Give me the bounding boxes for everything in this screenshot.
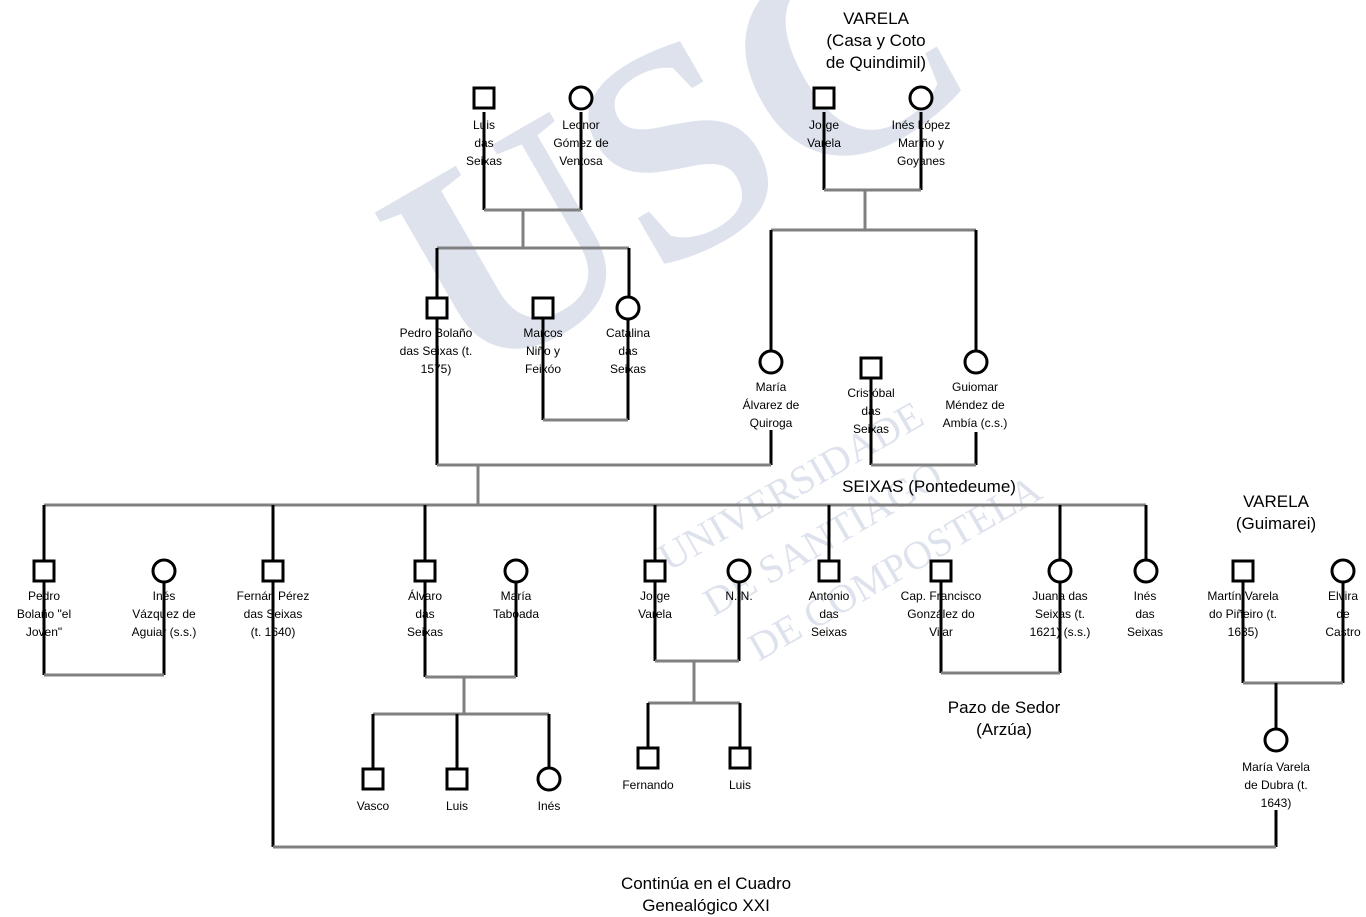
heading-continua: Continúa en el Cuadro Genealógico XXI	[620, 874, 792, 915]
male-symbol	[728, 746, 752, 770]
person-label: Martín Varela do Piñeiro (t. 1635)	[1207, 589, 1279, 639]
person-label: Pedro Bolaño "el Joven"	[16, 589, 72, 639]
heading-seixas: SEIXAS (Pontedeume)	[842, 477, 1016, 496]
male-symbol	[361, 767, 385, 791]
male-symbol	[425, 296, 449, 320]
person-label: Fernando	[622, 778, 674, 792]
female-symbol	[615, 295, 641, 321]
person-label: Pedro Bolaño das Seixas (t. 1575)	[399, 326, 473, 376]
person-label: Cap. Francisco González do Vilar	[900, 589, 982, 639]
person-label: Inés	[537, 799, 561, 813]
person-label: Juana das Seixas (t. 1621) (s.s.)	[1029, 589, 1091, 639]
heading-varela-guimarei: VARELA (Guimarei)	[1235, 492, 1317, 533]
female-symbol	[1133, 558, 1159, 584]
female-symbol	[1047, 558, 1073, 584]
person-label: Marcos Niño y Feixóo	[523, 326, 563, 376]
female-symbol	[1330, 558, 1356, 584]
heading-varela-quindimil: VARELA (Casa y Coto de Quindimil)	[825, 9, 927, 72]
person-label: Guiomar Méndez de Ambía (c.s.)	[942, 380, 1008, 430]
male-symbol	[929, 559, 953, 583]
person-label: Álvaro das Seixas	[406, 589, 444, 639]
female-symbol	[503, 558, 529, 584]
person-label: Luis	[445, 799, 469, 813]
person-label: Luis	[728, 778, 752, 792]
male-symbol	[1231, 559, 1255, 583]
person-label: Luis das Seixas	[465, 118, 503, 168]
person-label: Fernán Pérez das Seixas (t. 1640)	[236, 589, 310, 639]
node-group	[32, 85, 1356, 792]
female-symbol	[726, 558, 752, 584]
male-symbol	[812, 86, 836, 110]
person-label: María Taboada	[492, 589, 540, 621]
person-label: Jorge Varela	[807, 118, 841, 150]
male-symbol	[261, 559, 285, 583]
female-symbol	[758, 349, 784, 375]
person-label: Jorge Varela	[638, 589, 672, 621]
male-symbol	[413, 559, 437, 583]
female-symbol	[1263, 727, 1289, 753]
male-symbol	[643, 559, 667, 583]
person-label: María Varela de Dubra (t. 1643)	[1242, 760, 1310, 810]
female-symbol	[908, 85, 934, 111]
male-symbol	[531, 296, 555, 320]
male-symbol	[636, 746, 660, 770]
female-symbol	[963, 349, 989, 375]
male-symbol	[32, 559, 56, 583]
male-symbol	[817, 559, 841, 583]
female-symbol	[151, 558, 177, 584]
person-label: Inés López Mariño y Goyanes	[891, 118, 951, 168]
male-symbol	[472, 86, 496, 110]
female-symbol	[568, 85, 594, 111]
person-label: Catalina das Seixas	[605, 326, 651, 376]
person-label: N. N.	[725, 589, 753, 603]
person-label: Leonor Gómez de Ventosa	[553, 118, 609, 168]
person-label: Vasco	[356, 799, 390, 813]
person-label: María Álvarez de Quiroga	[742, 380, 800, 430]
male-symbol	[859, 356, 883, 380]
person-label: Inés das Seixas	[1126, 589, 1164, 639]
female-symbol	[536, 766, 562, 792]
edge-group	[42, 112, 1345, 849]
person-label: Elvira de Castro	[1325, 589, 1361, 639]
person-label: Inés Vázquez de Aguiar (s.s.)	[131, 589, 197, 639]
male-symbol	[445, 767, 469, 791]
heading-pazo-sedor: Pazo de Sedor (Arzúa)	[947, 698, 1061, 739]
person-label: Antonio das Seixas	[808, 589, 850, 639]
person-label: Cristóbal das Seixas	[847, 386, 895, 436]
